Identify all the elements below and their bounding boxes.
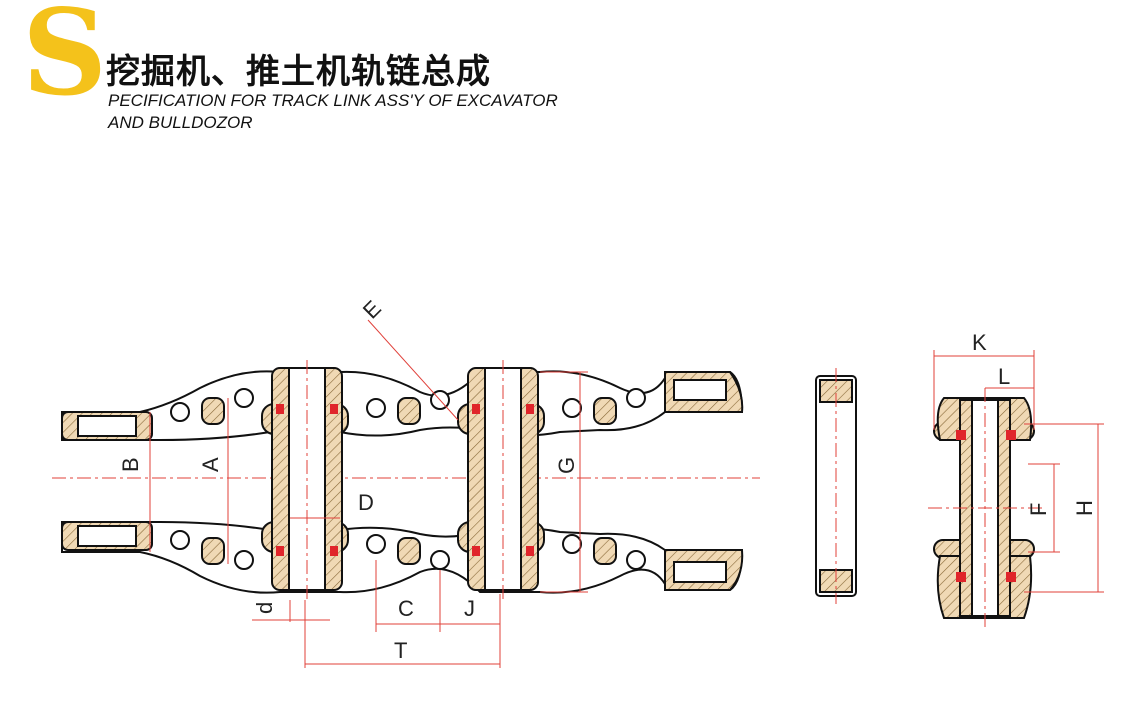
dim-label-f: F xyxy=(1026,503,1051,516)
logo-letter: S xyxy=(22,0,108,122)
dimension-labels-section: K L F H xyxy=(972,330,1097,516)
dim-label-k: K xyxy=(972,330,987,355)
cross-section-dimensions xyxy=(933,350,1104,593)
pin-part-view xyxy=(815,368,857,604)
title-chinese: 挖掘机、推土机轨链总成 xyxy=(106,52,491,92)
dim-label-e: E xyxy=(358,295,386,323)
dim-label-small-d: d xyxy=(252,602,277,614)
dim-label-b: B xyxy=(118,457,143,472)
dim-label-j: J xyxy=(464,596,475,621)
dim-label-d: D xyxy=(358,490,374,515)
title-english: PECIFICATION FOR TRACK LINK ASS'Y OF EXC… xyxy=(108,90,558,134)
dimension-labels-side: B A G D E d C J T xyxy=(118,295,579,663)
cross-section-view xyxy=(928,388,1044,628)
dim-label-a: A xyxy=(198,457,223,472)
dim-label-l: L xyxy=(998,364,1010,389)
dim-label-g: G xyxy=(554,457,579,474)
dim-label-t: T xyxy=(394,638,407,663)
title-english-line2: AND BULLDOZOR xyxy=(108,113,253,132)
page-header: S 挖掘机、推土机轨链总成 PECIFICATION FOR TRACK LIN… xyxy=(0,0,1140,150)
pin-assembly-2 xyxy=(457,360,545,600)
dim-label-c: C xyxy=(398,596,414,621)
side-view-dimensions xyxy=(149,319,588,668)
chain-side-view xyxy=(52,360,760,600)
title-english-line1: PECIFICATION FOR TRACK LINK ASS'Y OF EXC… xyxy=(108,91,558,110)
pin-assembly-1 xyxy=(261,360,349,600)
dim-label-h: H xyxy=(1072,500,1097,516)
